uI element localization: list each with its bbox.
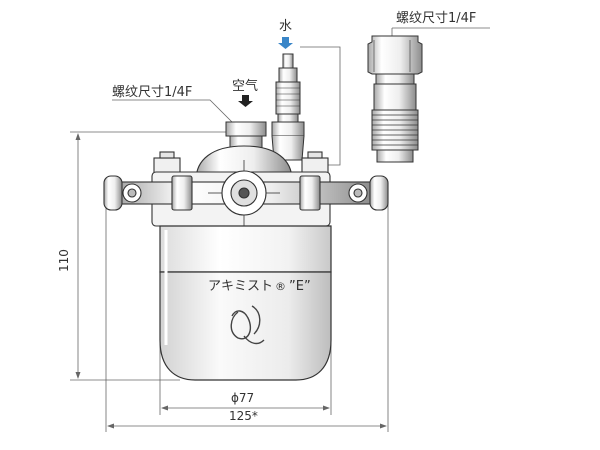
head-block	[103, 145, 389, 227]
thread-size-label-left: 螺纹尺寸1/4F	[112, 85, 192, 100]
brand-logo-icon	[230, 305, 265, 345]
water-inlet-stem	[271, 53, 305, 161]
reservoir-bowl	[159, 225, 332, 381]
brand-name: アキミスト	[208, 279, 273, 294]
water-inlet-arrow-icon	[278, 37, 293, 49]
diameter-dimension: ϕ77	[231, 391, 254, 405]
air-inlet-arrow-icon	[238, 95, 253, 107]
water-label: 水	[279, 19, 292, 34]
air-label: 空气	[232, 78, 258, 94]
model-name: ”E”	[289, 279, 311, 294]
nozzle-hub-details	[208, 160, 280, 226]
dimension-arrowheads	[75, 133, 387, 429]
width-dimension: 125*	[229, 409, 258, 423]
dimension-lines	[70, 131, 389, 432]
product-marking: アキミスト ® ”E”	[208, 279, 311, 294]
threaded-coupling-part	[367, 35, 423, 163]
registered-mark: ®	[275, 280, 286, 293]
air-inlet-fitting	[225, 121, 267, 149]
height-dimension: 110	[57, 249, 71, 272]
thread-size-label-top: 螺纹尺寸1/4F	[396, 11, 476, 26]
